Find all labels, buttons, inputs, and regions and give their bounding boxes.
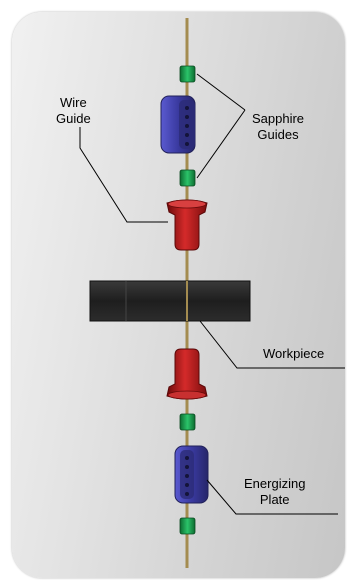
- label-workpiece: Workpiece: [263, 346, 324, 362]
- leader-sapphire-bottom: [196, 109, 246, 179]
- sapphire-guide-top-2: [179, 169, 196, 187]
- label-wire-guide: Wire Guide: [56, 95, 91, 127]
- label-sapphire-guides: Sapphire Guides: [252, 111, 304, 143]
- label-energizing-plate-line-1: Energizing: [244, 476, 306, 491]
- leader-workpiece: [199, 320, 345, 369]
- sapphire-guide-bottom-2: [179, 517, 196, 535]
- label-energizing-plate-line-2: Plate: [259, 492, 290, 507]
- sapphire-guide-bottom-1: [179, 413, 196, 431]
- leader-energizing-plate: [206, 479, 338, 515]
- label-workpiece-text: Workpiece: [263, 346, 325, 361]
- label-wire-guide-line-1: Wire: [59, 95, 87, 110]
- label-sapphire-guides-line-1: Sapphire: [252, 111, 305, 126]
- leader-sapphire-top: [196, 73, 246, 111]
- workpiece: [89, 280, 251, 322]
- sapphire-guide-top-1: [179, 65, 196, 83]
- energizing-plate-top: [160, 95, 196, 154]
- leader-wire-guide: [79, 127, 168, 223]
- label-sapphire-guides-line-2: Guides: [257, 127, 299, 142]
- label-wire-guide-line-2: Guide: [56, 111, 91, 126]
- label-energizing-plate: Energizing Plate: [244, 476, 305, 508]
- wire-guide-top: [166, 199, 208, 251]
- energizing-plate-bottom: [174, 445, 209, 504]
- wire-guide-bottom: [166, 348, 208, 400]
